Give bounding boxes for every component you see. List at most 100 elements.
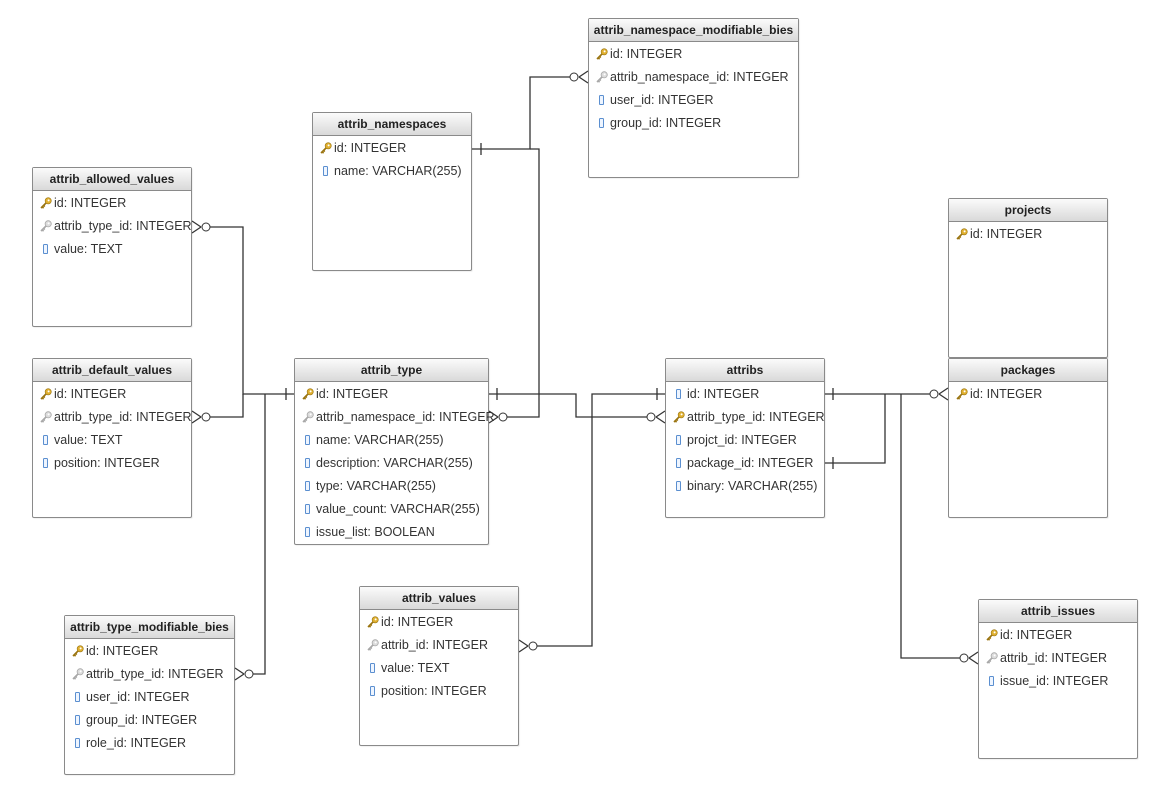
crows-foot-zero-many [244,669,254,679]
field-row[interactable]: name: VARCHAR(255) [295,429,488,452]
primary-key-icon [71,644,85,658]
field-row[interactable]: attrib_type_id: INTEGER [33,406,192,429]
field-row[interactable]: value: TEXT [33,429,191,452]
field-label: projct_id: INTEGER [687,433,797,447]
field-row[interactable]: issue_id: INTEGER [979,670,1137,693]
field-row[interactable]: id: INTEGER [949,383,1107,406]
field-label: type: VARCHAR(255) [316,479,436,493]
crows-foot-zero-many [518,645,529,653]
crows-foot-zero-many [655,410,666,418]
foreign-key-icon [366,638,380,652]
field-row[interactable]: attrib_id: INTEGER [360,634,518,657]
field-row[interactable]: id: INTEGER [33,383,191,406]
attribute-icon [71,690,85,704]
field-row[interactable]: user_id: INTEGER [589,89,798,112]
field-row[interactable]: group_id: INTEGER [589,112,798,135]
field-row[interactable]: issue_list: BOOLEAN [295,521,488,544]
field-row[interactable]: attrib_id: INTEGER [979,647,1137,670]
field-label: id: INTEGER [1000,628,1073,642]
table-title: attrib_type_modifiable_bies [65,616,234,639]
field-row[interactable]: position: INTEGER [33,452,191,475]
field-row[interactable]: id: INTEGER [666,383,824,406]
attribute-icon [595,93,609,107]
field-row[interactable]: attrib_type_id: INTEGER [666,406,825,429]
field-row[interactable]: value: TEXT [360,657,518,680]
primary-key-icon [985,628,999,642]
crows-foot-zero-many [191,226,202,234]
field-row[interactable]: position: INTEGER [360,680,518,703]
field-row[interactable]: name: VARCHAR(255) [313,160,471,183]
table-attrib_namespace_modifiable_bies[interactable]: attrib_namespace_modifiable_bies id: INT… [588,18,799,178]
field-label: name: VARCHAR(255) [316,433,444,447]
crows-foot-zero-many [191,416,202,424]
field-row[interactable]: attrib_type_id: INTEGER [33,215,192,238]
crows-foot-zero-many [191,410,202,418]
attribute-icon [985,674,999,688]
field-row[interactable]: attrib_namespace_id: INTEGER [589,66,798,89]
field-row[interactable]: id: INTEGER [313,137,471,160]
crows-foot-zero-many [234,673,245,681]
field-label: package_id: INTEGER [687,456,814,470]
crows-foot-zero-many [578,76,589,84]
field-row[interactable]: id: INTEGER [295,383,488,406]
field-row[interactable]: id: INTEGER [65,640,234,663]
attribute-icon [366,684,380,698]
foreign-key-icon [301,410,315,424]
field-row[interactable]: attrib_namespace_id: INTEGER [295,406,495,429]
attribute-icon [301,456,315,470]
field-label: issue_id: INTEGER [1000,674,1109,688]
table-title: attrib_values [360,587,518,610]
field-label: position: INTEGER [54,456,160,470]
attribute-icon [39,433,53,447]
crows-foot-zero-many [234,667,245,675]
attribute-icon [366,661,380,675]
field-row[interactable]: description: VARCHAR(255) [295,452,488,475]
field-row[interactable]: value_count: VARCHAR(255) [295,498,488,521]
crows-foot-zero-many [578,70,589,78]
connector-attrib-type-modifiable-bies [253,394,266,675]
field-label: id: INTEGER [54,387,127,401]
crows-foot-zero-many [191,220,202,228]
table-attrib_type_modifiable_bies[interactable]: attrib_type_modifiable_bies id: INTEGER a… [64,615,235,775]
primary-key-icon [39,196,53,210]
table-packages[interactable]: packages id: INTEGER [948,358,1108,518]
field-row[interactable]: projct_id: INTEGER [666,429,824,452]
foreign-key-icon [985,651,999,665]
field-row[interactable]: id: INTEGER [589,43,798,66]
field-row[interactable]: id: INTEGER [949,223,1107,246]
attribute-icon [672,479,686,493]
crows-foot-zero-many [518,639,529,647]
crows-foot-zero-many [938,393,949,401]
field-row[interactable]: id: INTEGER [360,611,518,634]
field-row[interactable]: value: TEXT [33,238,191,261]
table-projects[interactable]: projects id: INTEGER [948,198,1108,358]
field-row[interactable]: type: VARCHAR(255) [295,475,488,498]
crows-foot-zero-many [959,653,969,663]
foreign-key-icon [595,70,609,84]
primary-key-icon [319,141,333,155]
crows-foot-zero-many [498,412,508,422]
attribute-icon [319,164,333,178]
field-label: id: INTEGER [334,141,407,155]
field-label: binary: VARCHAR(255) [687,479,818,493]
field-row[interactable]: user_id: INTEGER [65,686,234,709]
field-label: position: INTEGER [381,684,487,698]
field-row[interactable]: id: INTEGER [979,624,1137,647]
attribute-icon [39,242,53,256]
crows-foot-zero-many [938,387,949,395]
field-label: attrib_type_id: INTEGER [86,667,224,681]
field-row[interactable]: role_id: INTEGER [65,732,234,755]
connector-namespaces-modifiable-bies [472,76,578,150]
field-row[interactable]: attrib_type_id: INTEGER [65,663,234,686]
field-row[interactable]: binary: VARCHAR(255) [666,475,824,498]
field-row[interactable]: id: INTEGER [33,192,191,215]
field-row[interactable]: group_id: INTEGER [65,709,234,732]
field-row[interactable]: package_id: INTEGER [666,452,824,475]
